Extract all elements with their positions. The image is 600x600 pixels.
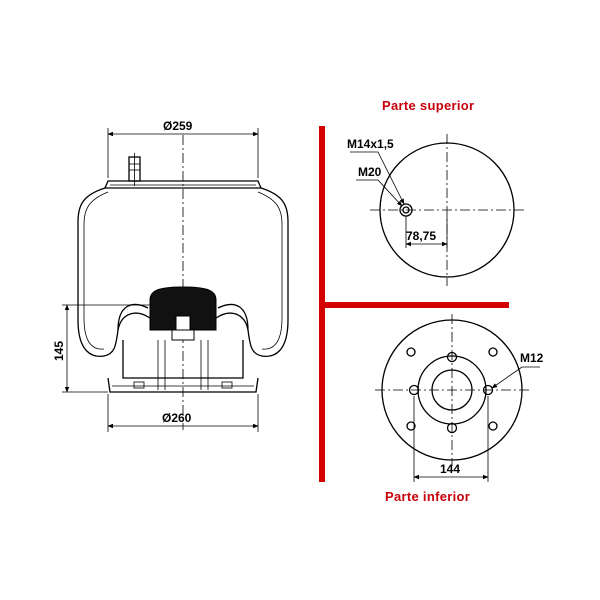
bellow-body [77,187,289,357]
bolt-hole-bottom [446,422,458,434]
bottom-diameter-label: Ø260 [162,411,192,425]
piston-cap [149,286,217,331]
top-stud [128,153,141,186]
top-view: Parte superior M14x1,5 M20 78,75 [347,98,525,286]
bolt-leader [491,366,540,389]
height-label: 145 [52,341,66,361]
bellow-fold [117,303,249,331]
dimension-height: 145 [52,304,150,393]
spacing-label: 144 [440,462,460,476]
bottom-view: M12 144 Parte inferior [375,314,544,504]
top-view-title: Parte superior [382,98,474,113]
view-divider [319,126,509,482]
bolt-hole-left [408,384,420,396]
flange-hole-1 [406,347,416,357]
stud-label: M20 [358,165,382,179]
top-stud-hole-inner [402,206,410,214]
piston-body [122,340,244,379]
bolt-hole-top [446,351,458,363]
base-slot-right [221,381,233,389]
air-spring-side-view: Ø259 Ø260 145 [52,119,289,432]
dimension-top-diameter: Ø259 [107,119,259,178]
piston-bolt-head [171,329,195,341]
top-plate [104,180,262,189]
bellow-inner-wall [83,191,283,350]
base-slot-left [133,381,145,389]
bottom-view-title: Parte inferior [385,489,470,504]
base-plate [107,377,259,393]
thread-leader [350,151,405,205]
bolt-hole-right [482,384,494,396]
stud-leader [356,179,403,207]
thread-label: M14x1,5 [347,137,394,151]
bottom-center-bore-inner [431,369,473,411]
dimension-bottom-diameter: Ø260 [107,394,259,432]
top-diameter-label: Ø259 [163,119,193,133]
flange-hole-2 [406,421,416,431]
flange-hole-4 [488,421,498,431]
offset-label: 78,75 [406,229,436,243]
bolt-label: M12 [520,351,544,365]
flange-hole-3 [488,347,498,357]
